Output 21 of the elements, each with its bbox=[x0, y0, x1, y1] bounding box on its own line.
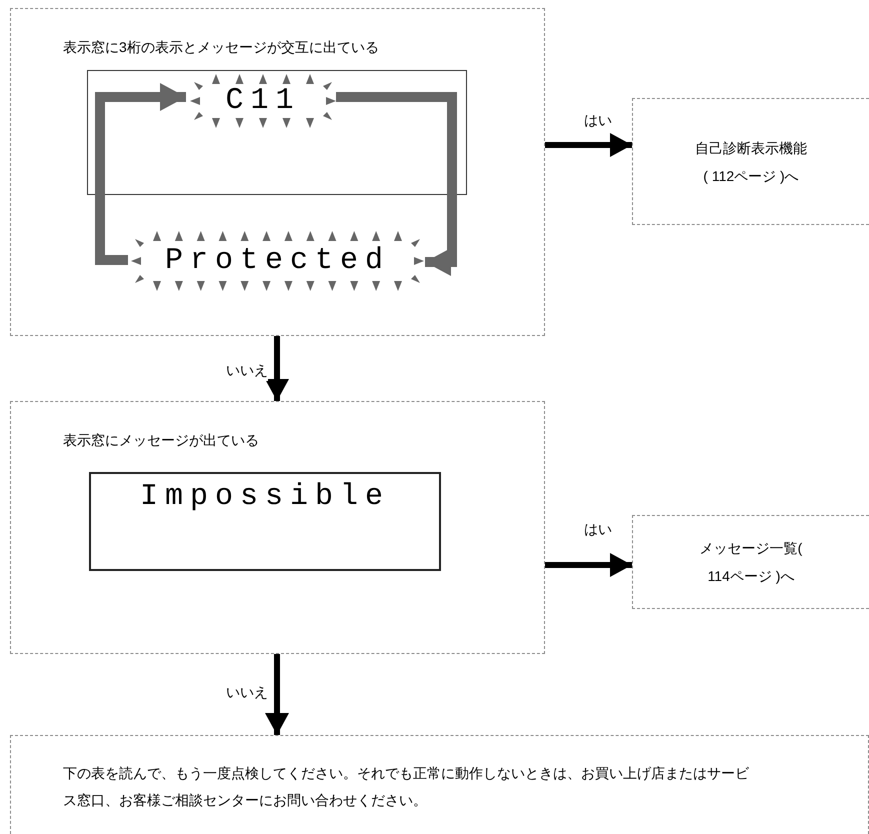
step-panel bbox=[10, 401, 545, 654]
instruction-text: 下の表を読んで、もう一度点検してください。それでも正常に動作しないときは、お買い上げ店またはサービス窓口、お客様ご相談センターにお問い合わせください。 bbox=[63, 764, 750, 810]
display-message: Protected bbox=[164, 246, 390, 276]
flow-arrow bbox=[545, 553, 632, 577]
reference-box bbox=[632, 515, 869, 609]
reference-box bbox=[632, 98, 869, 225]
display-window bbox=[89, 472, 441, 571]
display-message: C11 bbox=[225, 86, 300, 116]
flow-arrow bbox=[545, 133, 632, 157]
flow-arrow bbox=[95, 83, 186, 265]
instruction-panel bbox=[10, 735, 869, 834]
flow-arrow bbox=[265, 654, 289, 735]
display-window bbox=[87, 70, 467, 195]
step-heading: 表示窓に3桁の表示とメッセージが交互に出ている bbox=[63, 38, 379, 57]
flow-arrow bbox=[336, 92, 457, 276]
flow-arrow bbox=[265, 336, 289, 401]
reference-text: メッセージ一覧( 114ページ )へ bbox=[699, 539, 803, 586]
reference-text: 自己診断表示機能( 112ページ )へ bbox=[694, 138, 808, 186]
step-heading: 表示窓にメッセージが出ている bbox=[63, 431, 259, 450]
display-message: Impossible bbox=[140, 482, 390, 512]
step-panel bbox=[10, 8, 545, 336]
